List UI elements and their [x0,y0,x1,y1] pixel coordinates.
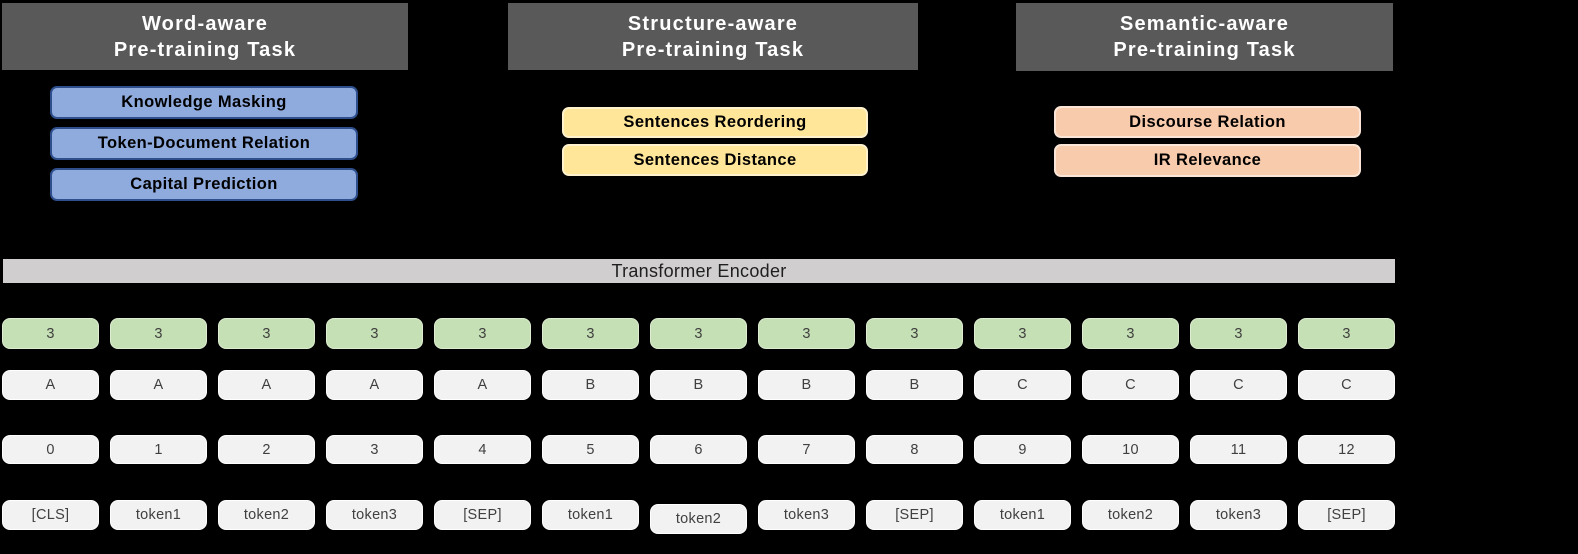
sentence-embedding-cell: B [650,370,747,400]
position-embedding-cell: 7 [758,435,855,464]
position-embedding-cell: 5 [542,435,639,464]
task-box-token-document-relation: Token-Document Relation [50,127,358,160]
position-embedding-cell: 10 [1082,435,1179,464]
sentence-embedding-cell: B [542,370,639,400]
sentence-embedding-cell: C [974,370,1071,400]
header-line: Pre-training Task [113,38,297,61]
header-semantic-aware-pretraining-task: Semantic-aware Pre-training Task [1016,3,1393,71]
token-cell: token2 [650,504,747,534]
task-embedding-cell: 3 [758,318,855,349]
sentence-embedding-cell: C [1190,370,1287,400]
token-row: [CLS] token1 token2 token3 [SEP] token1 … [2,500,1395,534]
token-cell: token3 [326,500,423,530]
token-cell: [CLS] [2,500,99,530]
header-structure-aware-pretraining-task: Structure-aware Pre-training Task [508,3,918,70]
sentence-embedding-cell: C [1082,370,1179,400]
sentence-embedding-cell: A [2,370,99,400]
sentence-embedding-cell: C [1298,370,1395,400]
position-embedding-cell: 11 [1190,435,1287,464]
transformer-encoder-label: Transformer Encoder [611,260,787,281]
task-embedding-cell: 3 [974,318,1071,349]
task-box-ir-relevance: IR Relevance [1054,144,1361,177]
token-cell: [SEP] [1298,500,1395,530]
header-line: Structure-aware [627,12,799,35]
header-line: Pre-training Task [1113,39,1296,61]
task-box-sentences-reordering: Sentences Reordering [562,107,868,138]
header-line: Pre-training Task [621,38,805,61]
transformer-encoder-bar: Transformer Encoder [3,259,1395,283]
task-embedding-cell: 3 [326,318,423,349]
position-embedding-cell: 4 [434,435,531,464]
task-box-knowledge-masking: Knowledge Masking [50,86,358,119]
task-embedding-cell: 3 [1082,318,1179,349]
task-embedding-cell: 3 [110,318,207,349]
token-cell: [SEP] [866,500,963,530]
sentence-embedding-cell: A [434,370,531,400]
token-cell: [SEP] [434,500,531,530]
sentence-embedding-row: A A A A A B B B B C C C C [2,370,1395,400]
sentence-embedding-cell: B [866,370,963,400]
position-embedding-row: 0 1 2 3 4 5 6 7 8 9 10 11 12 [2,435,1395,464]
task-box-capital-prediction: Capital Prediction [50,168,358,201]
header-line: Semantic-aware [1119,13,1290,35]
position-embedding-cell: 6 [650,435,747,464]
token-cell: token2 [1082,500,1179,530]
sentence-embedding-cell: A [326,370,423,400]
token-cell: token1 [974,500,1071,530]
position-embedding-cell: 0 [2,435,99,464]
task-box-sentences-distance: Sentences Distance [562,144,868,176]
task-embedding-cell: 3 [434,318,531,349]
position-embedding-cell: 9 [974,435,1071,464]
task-embedding-cell: 3 [650,318,747,349]
position-embedding-cell: 2 [218,435,315,464]
task-box-discourse-relation: Discourse Relation [1054,106,1361,138]
token-cell: token1 [542,500,639,530]
task-embedding-cell: 3 [1298,318,1395,349]
sentence-embedding-cell: B [758,370,855,400]
sentence-embedding-cell: A [110,370,207,400]
sentence-embedding-cell: A [218,370,315,400]
token-cell: token1 [110,500,207,530]
task-embedding-cell: 3 [866,318,963,349]
token-cell: token2 [218,500,315,530]
task-embedding-row: 3 3 3 3 3 3 3 3 3 3 3 3 3 [2,318,1395,349]
position-embedding-cell: 12 [1298,435,1395,464]
token-cell: token3 [1190,500,1287,530]
task-embedding-cell: 3 [1190,318,1287,349]
task-embedding-cell: 3 [218,318,315,349]
token-cell: token3 [758,500,855,530]
task-embedding-cell: 3 [2,318,99,349]
position-embedding-cell: 8 [866,435,963,464]
header-line: Word-aware [141,12,269,35]
task-embedding-cell: 3 [542,318,639,349]
position-embedding-cell: 3 [326,435,423,464]
header-word-aware-pretraining-task: Word-aware Pre-training Task [2,3,408,70]
position-embedding-cell: 1 [110,435,207,464]
